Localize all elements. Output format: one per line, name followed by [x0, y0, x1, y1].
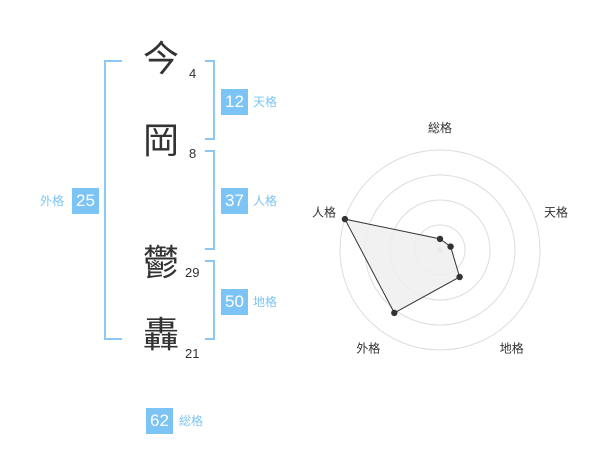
radar-axis-label-2: 天格 [544, 204, 568, 219]
chikaku-label: 地格 [253, 295, 278, 309]
name-char-2: 岡 [143, 121, 180, 162]
tenkaku-value: 12 [221, 89, 248, 115]
gaikaku-bracket [104, 60, 122, 340]
soukaku-label: 総格 [179, 414, 204, 428]
jinkaku-value: 37 [221, 188, 248, 214]
radar-axis-label-1: 総格 [428, 120, 452, 135]
name-char-4: 轟 [143, 315, 180, 356]
stroke-count-1: 4 [189, 66, 197, 81]
radar-point-4 [391, 309, 398, 317]
radar-axis-label-4: 外格 [356, 341, 380, 356]
name-char-3: 鬱 [143, 243, 180, 284]
radar-point-2 [447, 243, 454, 250]
radar-ring-4 [339, 149, 541, 351]
radar-axis-label-3: 地格 [500, 341, 524, 356]
chikaku-value: 50 [221, 289, 248, 315]
tenkaku-label: 天格 [253, 95, 278, 109]
jinkaku-bracket [205, 150, 215, 250]
radar-point-3 [456, 273, 463, 281]
name-char-1: 今 [143, 39, 180, 80]
tenkaku-bracket [205, 60, 215, 140]
radar-point-5 [341, 215, 349, 223]
jinkaku-label: 人格 [253, 194, 278, 208]
soukaku-value: 62 [146, 408, 173, 434]
radar-axis-label-5: 人格 [312, 204, 336, 219]
stroke-count-3: 29 [185, 265, 200, 280]
stroke-count-4: 21 [185, 346, 200, 361]
stroke-count-2: 8 [189, 146, 197, 161]
radar-point-1 [436, 235, 444, 243]
gaikaku-value: 25 [72, 188, 99, 214]
chikaku-bracket [205, 260, 215, 340]
radar-series-area [343, 218, 461, 314]
gaikaku-label: 外格 [40, 194, 65, 208]
